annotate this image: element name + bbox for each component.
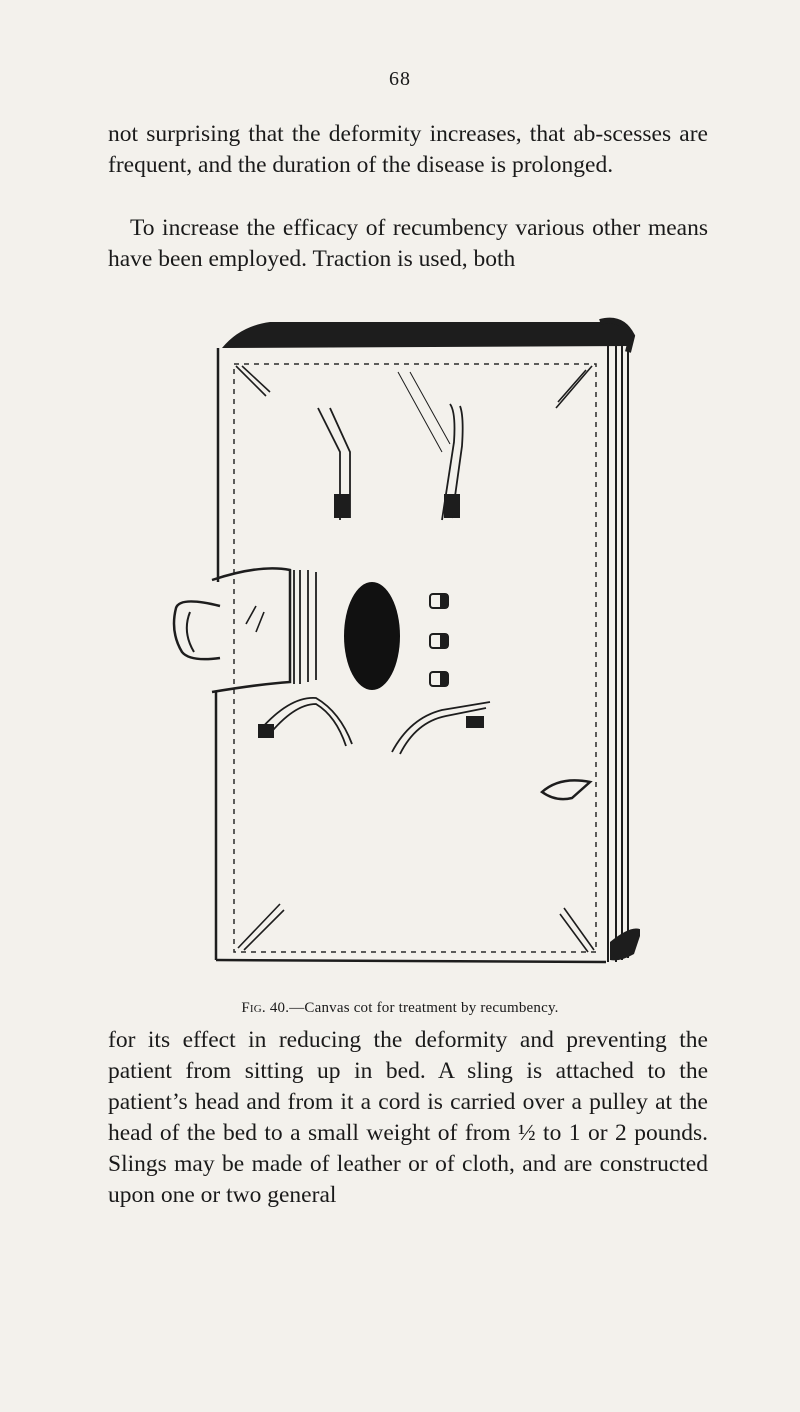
left-flap: [172, 600, 221, 661]
figure-canvas-cot: [160, 312, 640, 992]
cot-top-bar: [222, 321, 630, 348]
lower-strap-left: [259, 697, 353, 747]
figure-caption: Fig. 40.—Canvas cot for treatment by rec…: [0, 1000, 800, 1017]
paragraph-2: To increase the efficacy of recumbency v…: [108, 215, 708, 272]
caption-label: Fig. 40.: [241, 1000, 290, 1016]
cot-right-rail: [607, 336, 629, 962]
oval-pad: [344, 582, 400, 690]
upper-strap-right: [441, 403, 464, 521]
cot-left-rail: [214, 348, 220, 960]
page-number: 68: [389, 68, 411, 90]
paragraph-1: not surprising that the deformity increa…: [108, 121, 708, 178]
caption-text: —Canvas cot for treatment by recumbency.: [289, 1000, 559, 1016]
cot-bottom-edge: [215, 958, 607, 964]
canvas-cot-illustration: [172, 317, 640, 964]
canvas-dashed-border: [233, 363, 597, 953]
lower-strap-right: [391, 701, 491, 755]
paragraph-3: for its effect in reducing the deformity…: [108, 1027, 708, 1208]
side-loop: [539, 779, 593, 801]
